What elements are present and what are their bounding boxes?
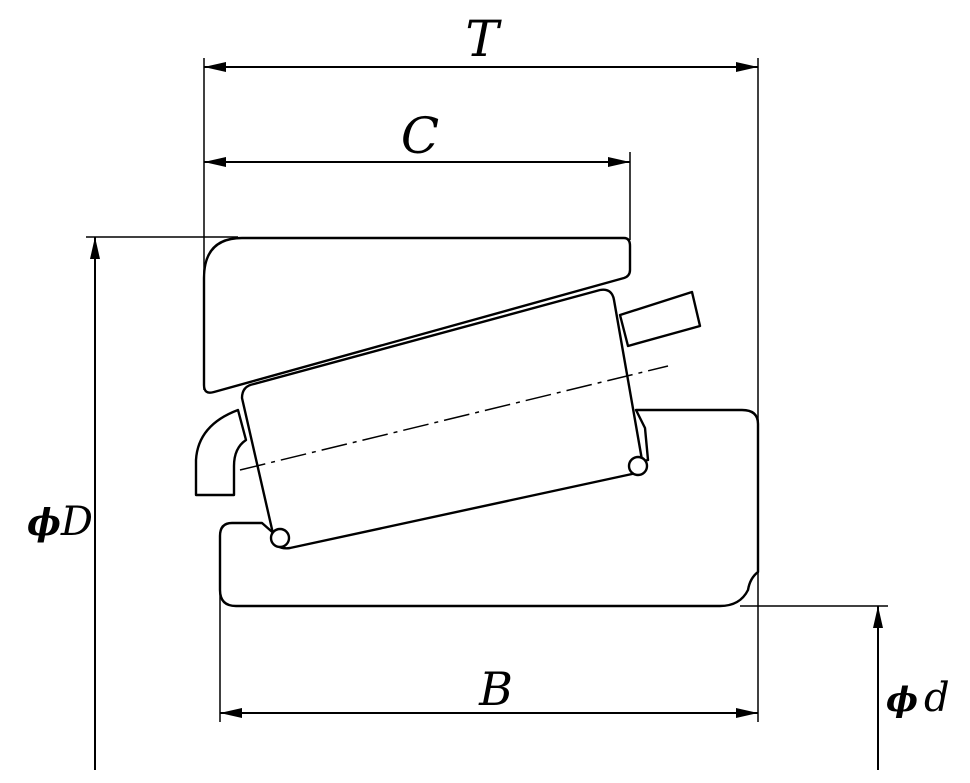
outer-ring — [202, 236, 632, 394]
cage-large-end — [618, 290, 702, 348]
inner-ring — [218, 408, 760, 608]
roller-corner-fillet-right — [627, 455, 649, 477]
label-B: B — [478, 662, 513, 716]
dimension-B: B — [220, 662, 758, 718]
roller-corner-fillet-bottom — [269, 527, 291, 549]
label-C: C — [401, 107, 439, 165]
label-T: T — [465, 10, 502, 68]
dimension-C: C — [204, 107, 630, 167]
dimension-T: T — [204, 10, 758, 72]
cage-small-end — [194, 408, 248, 497]
dimension-phi-D: ϕD — [27, 237, 100, 770]
roller — [240, 288, 649, 550]
label-phi-d: d — [924, 675, 950, 721]
svg-text:ϕD: ϕD — [27, 499, 93, 545]
svg-text:ϕd: ϕd — [886, 675, 950, 721]
label-phi-D: D — [60, 499, 93, 545]
roller-centerline — [239, 365, 669, 471]
label-phi-D-symbol: ϕ — [27, 502, 61, 544]
label-phi-d-symbol: ϕ — [886, 680, 918, 720]
